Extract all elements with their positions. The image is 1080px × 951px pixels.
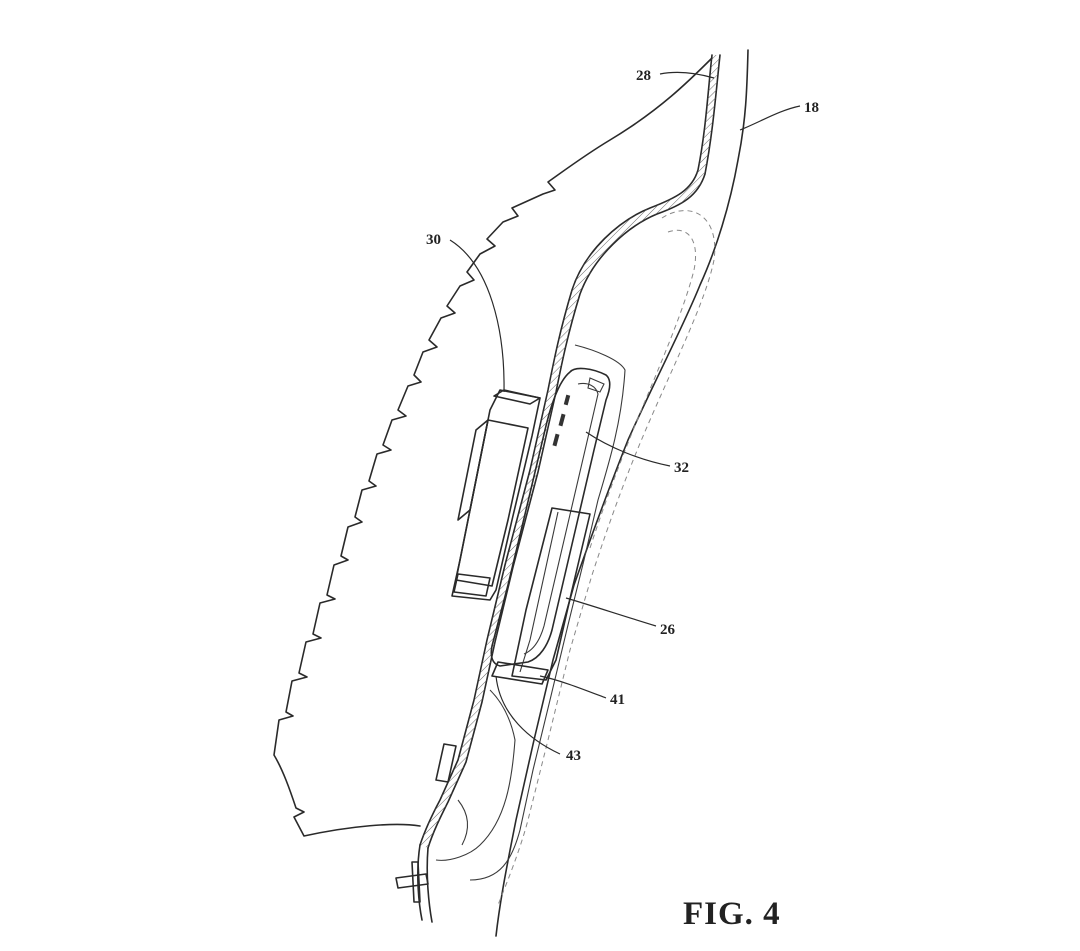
ref-numeral-28: 28 [636,68,651,84]
charger-top-tab [587,377,605,393]
ref-numeral-41: 41 [610,692,625,708]
bracket-30-hatched-block [455,419,529,587]
leader-18 [739,105,801,131]
charger-slot-1 [563,394,571,406]
leader-32 [585,431,671,467]
leader-41 [539,675,607,699]
seat-back-outline [273,57,713,837]
ref-numeral-30: 30 [426,232,441,248]
panel-26 [511,507,591,681]
figure-caption: FIG. 4 [683,896,781,932]
charger-housing-inner [523,382,599,655]
trim-layer-outer [419,54,713,846]
lower-pocket-inner [457,799,469,846]
ref-numeral-32: 32 [674,460,689,476]
charger-slot-3 [552,433,560,447]
leader-28 [659,71,715,79]
lower-clip [435,743,457,783]
ref-numeral-43: 43 [566,748,581,764]
ref-numeral-26: 26 [660,622,676,638]
pocket-inner-line [469,344,626,881]
charger-slot-2 [558,413,566,427]
bracket-30-lip [457,419,489,521]
hidden-contour-inner [589,229,696,549]
leader-26 [565,597,657,627]
trim-layer-hatch [420,55,720,848]
hidden-contour-outer [497,210,716,906]
component-41 [491,661,549,685]
seat-frame-outer-edge [495,49,749,937]
panel-26-edge [519,511,559,673]
trim-tail [417,844,433,923]
ref-numeral-18: 18 [804,100,819,116]
leader-30 [449,239,505,393]
leader-43 [495,675,561,755]
bracket-30-top [493,389,541,405]
charger-housing-32 [490,367,611,667]
lower-pocket-outline [435,689,516,861]
bracket-30-foot [453,573,491,597]
